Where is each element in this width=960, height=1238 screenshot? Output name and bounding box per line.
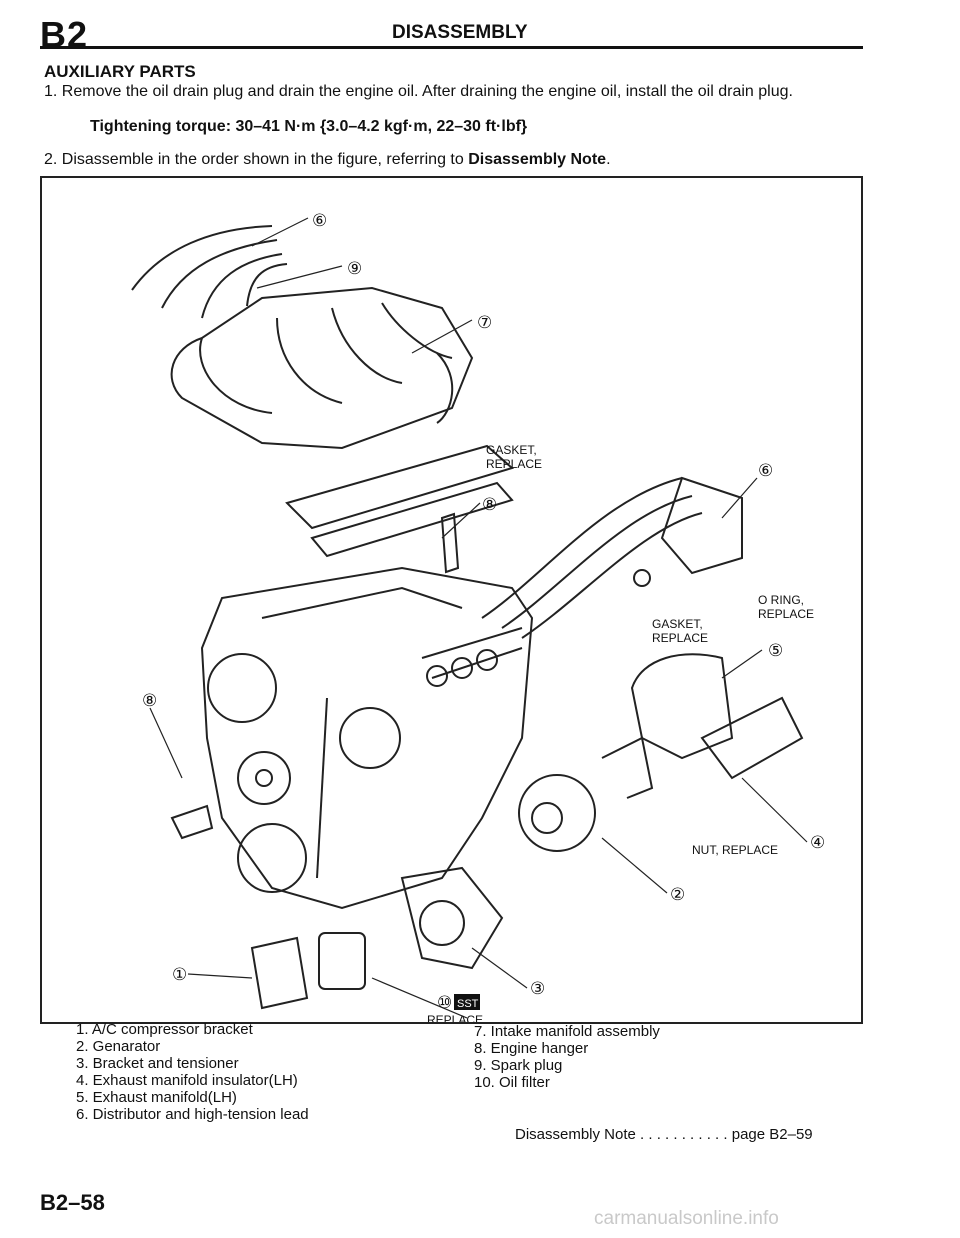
ht-lead-3: [201, 253, 283, 319]
engine-hanger-rear: [440, 512, 460, 574]
callout-1: ①: [172, 965, 187, 984]
nut-replace-label: NUT, REPLACE: [692, 843, 778, 857]
legend-item: 5. Exhaust manifold(LH): [76, 1089, 237, 1106]
tensioner-pulley: [419, 900, 465, 946]
intake-runner-4: [381, 302, 453, 359]
section-heading: AUXILIARY PARTS: [44, 62, 196, 81]
crank-pulley: [237, 823, 307, 893]
torque-spec: Tightening torque: 30–41 N·m {3.0–4.2 kg…: [90, 118, 528, 135]
replace-label-bottom: REPLACE: [427, 1013, 483, 1022]
legend-right: 7. Intake manifold assembly 8. Engine ha…: [474, 1023, 660, 1091]
cylinder-head-line: [261, 586, 463, 619]
intake-pipe: [436, 352, 454, 424]
dist-lead-2: [501, 495, 693, 629]
step-2-prefix: 2. Disassemble in the order shown in the…: [44, 151, 469, 168]
distributor-body: [660, 476, 743, 575]
generator-body: [518, 774, 596, 852]
engine-drawing: [131, 225, 804, 1010]
dist-lead-1: [481, 477, 683, 619]
step-2-suffix: .: [606, 151, 611, 168]
callout-4: ④: [810, 833, 825, 852]
callout-6-right: ⑥: [758, 461, 773, 480]
intake-runner-2: [276, 317, 343, 404]
distributor-o-ring: [633, 569, 651, 587]
engine-hanger-front: [170, 804, 214, 840]
ac-bracket: [250, 936, 309, 1010]
oil-filter: [318, 932, 366, 990]
callout-10: ⑩: [437, 993, 452, 1012]
intake-runner-1: [199, 337, 273, 414]
legend-left: 1. A/C compressor bracket 2. Genarator 3…: [76, 1021, 309, 1123]
sst-badge: [454, 994, 480, 1010]
legend-item: 3. Bracket and tensioner: [76, 1055, 239, 1072]
legend-item: 7. Intake manifold assembly: [474, 1023, 660, 1040]
disassembly-note-link: Disassembly Note: [468, 151, 607, 168]
generator-bracket: [601, 736, 654, 799]
dipstick-tube: [316, 697, 328, 879]
intake-manifold-outline: [170, 286, 474, 450]
gasket-label-top-1: GASKET,: [486, 443, 537, 457]
callout-5: ⑤: [768, 641, 783, 660]
callout-2: ②: [670, 885, 685, 904]
legend-item: 6. Distributor and high-tension lead: [76, 1106, 309, 1123]
callout-8-left: ⑧: [142, 691, 157, 710]
legend-item: 4. Exhaust manifold insulator(LH): [76, 1072, 298, 1089]
intake-gasket-1: [285, 444, 515, 530]
page-number: B2–58: [40, 1190, 105, 1215]
legend-item: 9. Spark plug: [474, 1057, 563, 1074]
callout-6-top: ⑥: [312, 211, 327, 230]
callout-numbers: ⑥ ⑨ ⑦ ⑧ ⑥ ⑤ ⑧ ④ ② ③ ① ⑩: [142, 211, 825, 1012]
header-rule: [40, 46, 863, 49]
legend-item: 2. Genarator: [76, 1038, 161, 1055]
plug-hole-2: [451, 657, 473, 679]
figure-labels: GASKET, REPLACE O RING, REPLACE GASKET, …: [427, 443, 814, 1022]
exhaust-insulator: [700, 696, 804, 780]
idler-pulley: [237, 751, 291, 805]
plug-hole-3: [476, 649, 498, 671]
idler-hub: [255, 769, 273, 787]
legend-item: 8. Engine hanger: [474, 1040, 589, 1057]
figure-frame: [40, 176, 863, 1024]
disassembly-note-reference: Disassembly Note . . . . . . . . . . . p…: [515, 1126, 813, 1143]
callout-7: ⑦: [477, 313, 492, 332]
callout-8-top: ⑧: [482, 495, 497, 514]
leader-lines: [149, 217, 808, 1019]
engine-exploded-view: ⑥ ⑨ ⑦ ⑧ ⑥ ⑤ ⑧ ④ ② ③ ① ⑩ GASKET, REPLACE …: [131, 211, 825, 1022]
intake-gasket-2: [310, 481, 514, 558]
step-1-text: 1. Remove the oil drain plug and drain t…: [44, 83, 793, 100]
cam-pulley-right: [339, 707, 401, 769]
dist-lead-3: [521, 512, 703, 639]
ht-lead-1: [131, 225, 273, 291]
sst-label: SST: [457, 998, 479, 1010]
gasket-label-mid-1: GASKET,: [652, 617, 703, 631]
page-heading: DISASSEMBLY: [392, 22, 528, 43]
legend-item: 10. Oil filter: [474, 1074, 550, 1091]
engine-block-outline: [200, 566, 534, 910]
o-ring-label-1: O RING,: [758, 593, 804, 607]
intake-runner-3: [331, 307, 403, 384]
gasket-label-top-2: REPLACE: [486, 457, 542, 471]
callout-3: ③: [530, 979, 545, 998]
ht-lead-4: [246, 263, 288, 307]
legend-item: 1. A/C compressor bracket: [76, 1021, 253, 1038]
callout-9: ⑨: [347, 259, 362, 278]
gasket-label-mid-2: REPLACE: [652, 631, 708, 645]
o-ring-label-2: REPLACE: [758, 607, 814, 621]
watermark: carmanualsonline.info: [594, 1208, 779, 1229]
tensioner-bracket: [400, 866, 504, 970]
generator-pulley: [531, 802, 563, 834]
section-code: B2: [40, 14, 89, 55]
plug-hole-1: [426, 665, 448, 687]
cam-pulley-left: [207, 653, 277, 723]
step-2-text: 2. Disassemble in the order shown in the…: [44, 150, 611, 169]
exhaust-manifold: [630, 653, 734, 760]
